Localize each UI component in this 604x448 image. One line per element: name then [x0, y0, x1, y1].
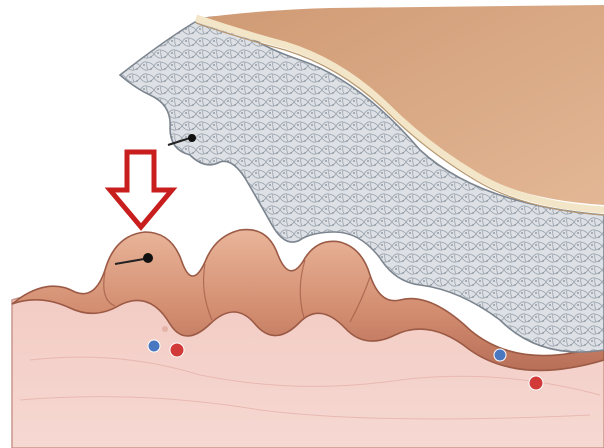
blue-cell: [148, 340, 160, 352]
red-cell: [529, 376, 543, 390]
blue-cell: [494, 349, 506, 361]
red-cell: [170, 343, 184, 357]
red-arrow: [110, 152, 172, 227]
